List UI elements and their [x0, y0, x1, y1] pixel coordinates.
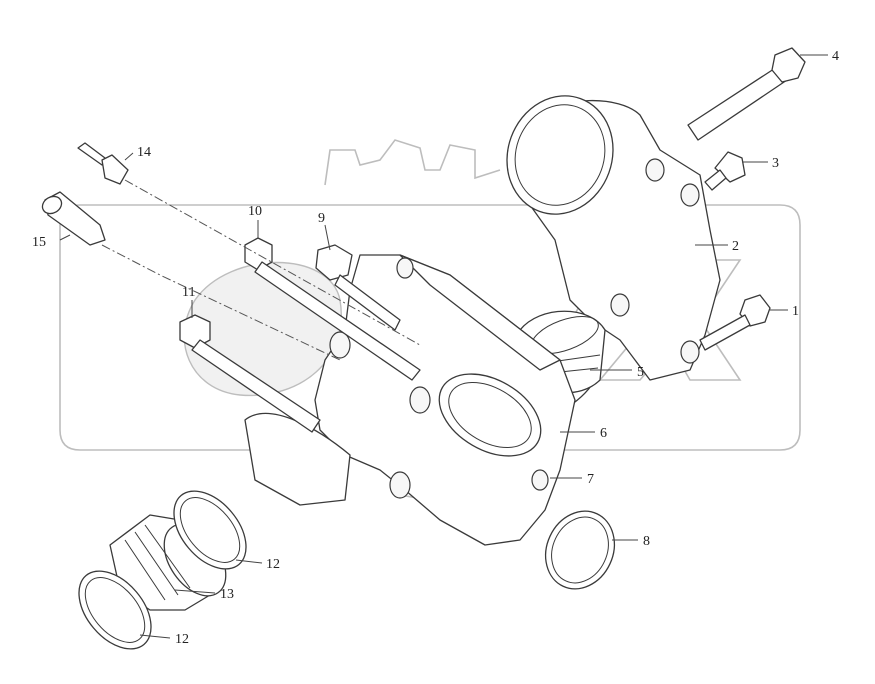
callout-12-upper: 12 [266, 557, 280, 572]
adapter-sleeve [41, 191, 106, 246]
long-bolt [687, 47, 806, 141]
callout-8: 8 [643, 534, 650, 549]
outlet-elbow-housing [506, 95, 721, 381]
housing-bolt-lower [179, 314, 321, 433]
leader-lines [59, 54, 828, 639]
callout-14: 14 [137, 145, 151, 160]
assembly-line-sensor [124, 179, 421, 346]
callout-6: 6 [600, 426, 607, 441]
callout-12-lower: 12 [175, 632, 189, 647]
temperature-sensor [77, 142, 129, 185]
callout-15: 15 [32, 235, 46, 250]
callout-11: 11 [182, 285, 195, 300]
housing-bolt-short [315, 244, 401, 331]
callout-9: 9 [318, 211, 325, 226]
callout-10: 10 [248, 204, 262, 219]
callout-1: 1 [792, 304, 799, 319]
callout-labels: 1 2 3 4 5 6 7 8 9 10 11 12 12 13 14 15 [32, 49, 839, 647]
o-ring-upper [173, 490, 247, 570]
housing-bolt-upper [244, 237, 421, 381]
short-bolt [704, 151, 746, 191]
o-ring-lower [78, 570, 152, 650]
thermostat-housing-body [244, 254, 576, 546]
small-bolt [699, 294, 771, 351]
callout-3: 3 [772, 156, 779, 171]
assembly-line-adapter [101, 244, 341, 361]
callout-7: 7 [587, 472, 594, 487]
o-ring-large [544, 510, 616, 590]
callout-2: 2 [732, 239, 739, 254]
callout-5: 5 [637, 365, 644, 380]
callout-4: 4 [832, 49, 839, 64]
callout-13: 13 [220, 587, 234, 602]
